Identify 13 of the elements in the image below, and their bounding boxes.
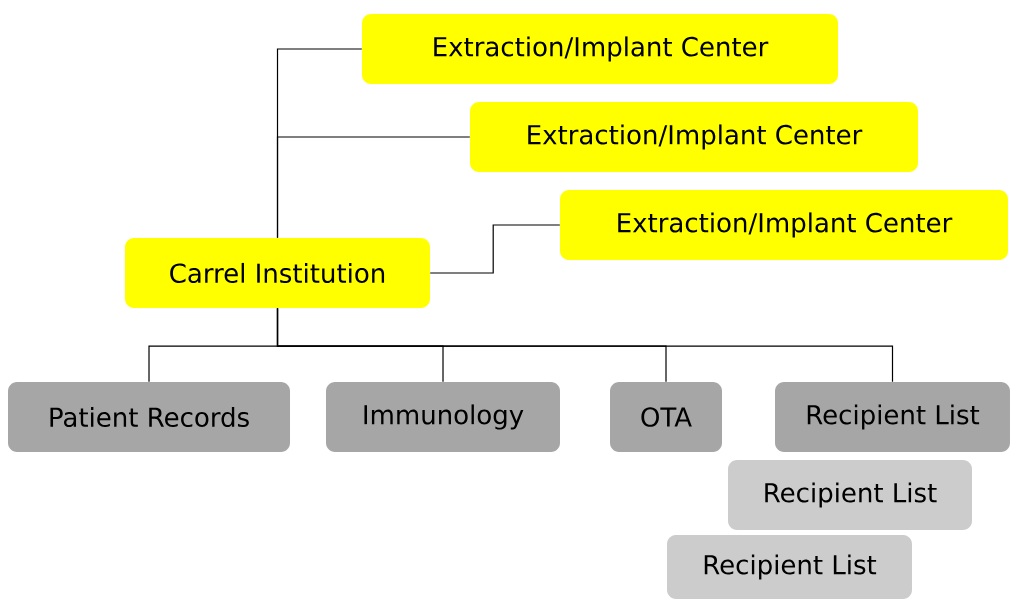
list-box: Recipient List — [667, 535, 912, 599]
department-box: Recipient List — [775, 382, 1010, 452]
connector-line — [276, 136, 471, 239]
department-box: Patient Records — [8, 382, 290, 452]
institution-box: Carrel Institution — [125, 238, 430, 308]
connector-line — [429, 224, 561, 274]
center-box: Extraction/Implant Center — [470, 102, 918, 172]
center-box: Extraction/Implant Center — [560, 190, 1008, 260]
department-box: Immunology — [326, 382, 560, 452]
department-box: OTA — [610, 382, 722, 452]
list-box: Recipient List — [728, 460, 972, 530]
center-box: Extraction/Implant Center — [362, 14, 838, 84]
connector-line — [276, 307, 894, 383]
